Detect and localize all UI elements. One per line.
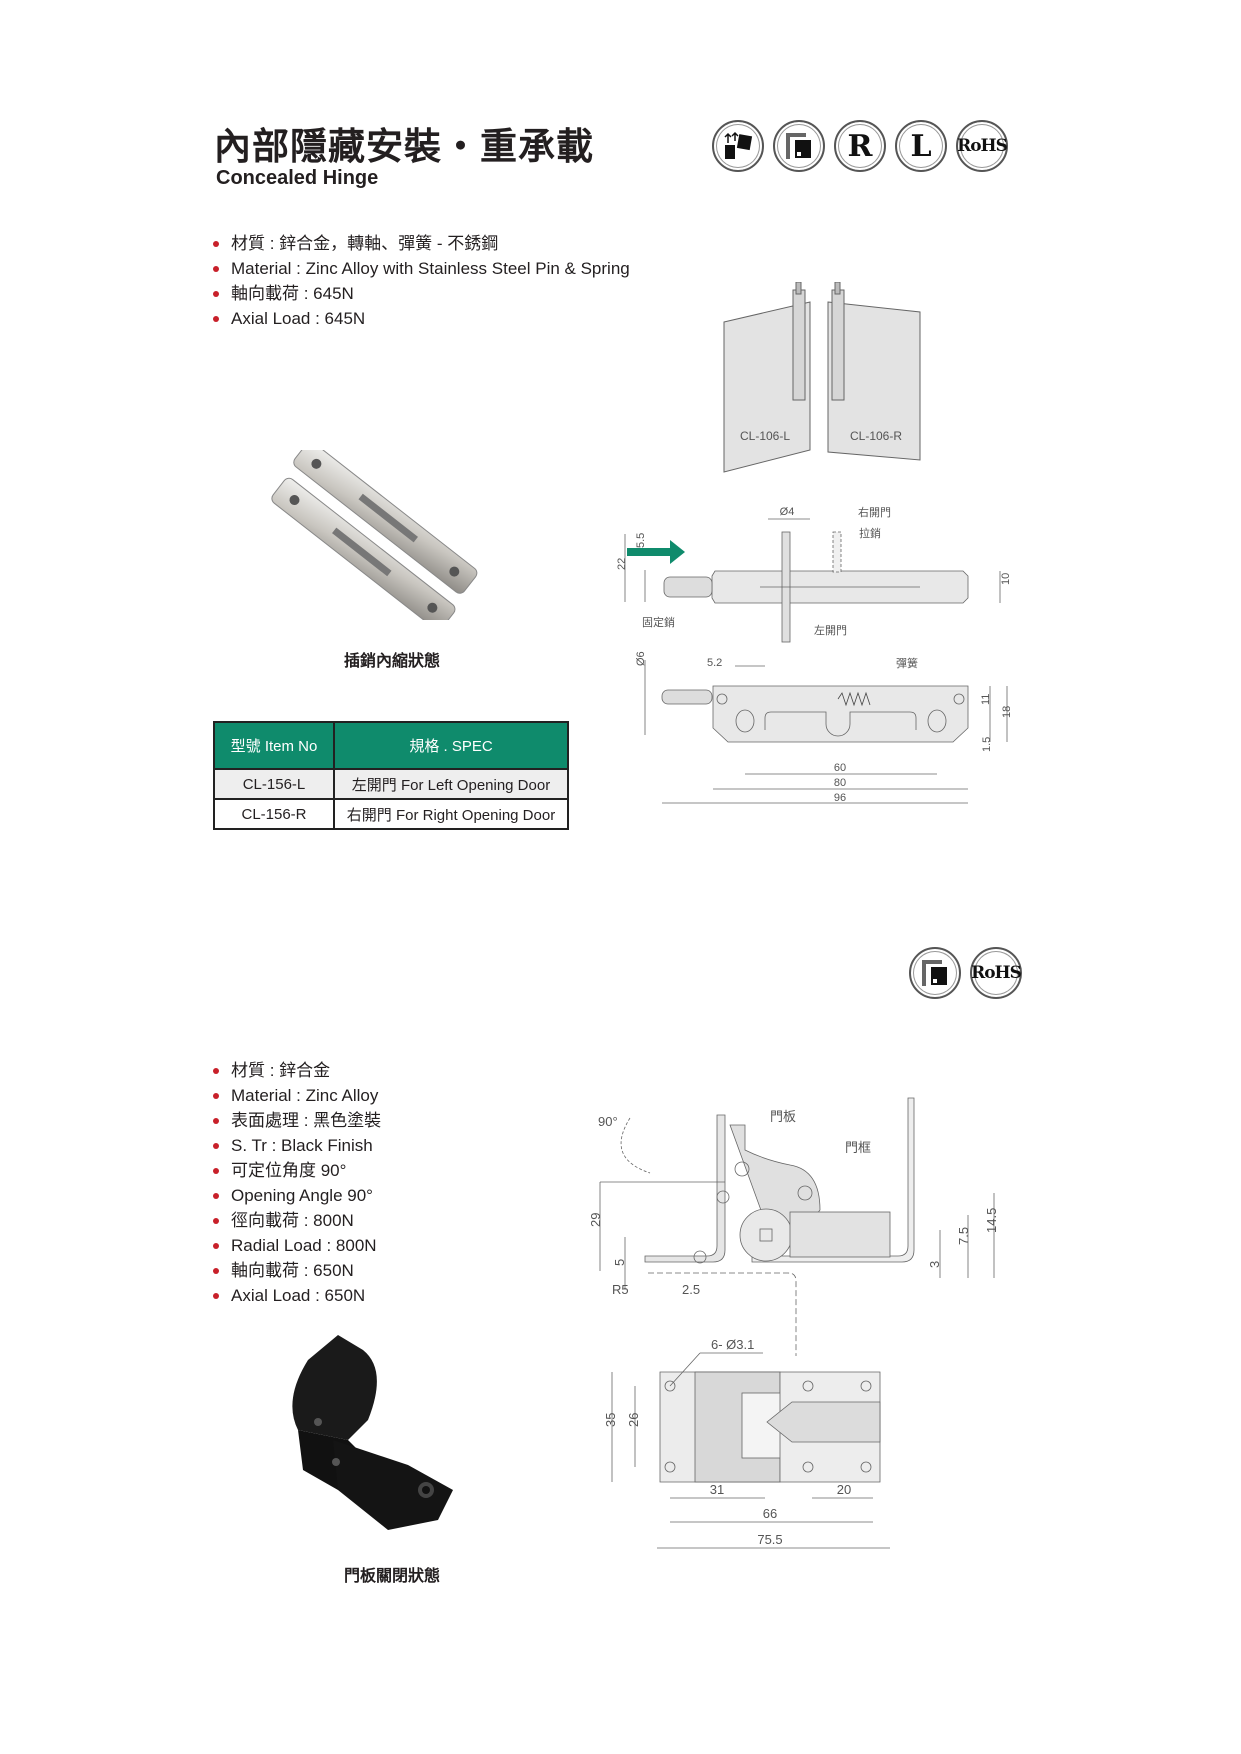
dim-d4: Ø4 xyxy=(780,506,795,518)
item-no-cell: CL-156-R xyxy=(213,798,335,830)
bullet-item: Opening Angle 90° xyxy=(213,1183,381,1208)
feature-badges-2: RoHS xyxy=(909,947,1022,999)
dim-5-5: 5.5 xyxy=(635,533,647,548)
dim-20: 20 xyxy=(837,1482,851,1497)
label-door-panel: 門板 xyxy=(770,1109,796,1124)
bullet-item: 表面處理 : 黑色塗裝 xyxy=(213,1108,381,1133)
dim-holes: 6- Ø3.1 xyxy=(711,1337,754,1352)
bullet-item: Material : Zinc Alloy with Stainless Ste… xyxy=(213,256,630,281)
rohs-icon: RoHS xyxy=(956,120,1008,172)
header-item-no: 型號 Item No xyxy=(213,721,335,770)
bullet-item: 軸向載荷 : 645N xyxy=(213,281,630,306)
door-label-right: CL-106-R xyxy=(850,429,902,443)
label-spring: 彈簧 xyxy=(896,656,918,670)
dim-3: 3 xyxy=(927,1261,942,1268)
left-hand-icon: L xyxy=(895,120,947,172)
dim-75-5: 75.5 xyxy=(757,1532,782,1547)
bullet-item: Axial Load : 645N xyxy=(213,306,630,331)
spec-cell: 左開門 For Left Opening Door xyxy=(333,768,569,800)
dim-31: 31 xyxy=(710,1482,724,1497)
bullet-item: 徑向載荷 : 800N xyxy=(213,1208,381,1233)
dim-1-5: 1.5 xyxy=(981,737,993,752)
dim-29: 29 xyxy=(588,1213,603,1227)
dim-80: 80 xyxy=(834,777,846,789)
dim-26: 26 xyxy=(626,1413,641,1427)
label-door-frame: 門框 xyxy=(845,1140,871,1155)
rohs-icon: RoHS xyxy=(970,947,1022,999)
dim-5-2: 5.2 xyxy=(707,657,722,669)
bullet-item: Axial Load : 650N xyxy=(213,1283,381,1308)
door-frame-icon xyxy=(773,120,825,172)
spec-bullets-2: 材質 : 鋅合金 Material : Zinc Alloy 表面處理 : 黑色… xyxy=(213,1058,381,1308)
dim-96: 96 xyxy=(834,792,846,804)
spec-cell: 右開門 For Right Opening Door xyxy=(333,798,569,830)
dim-2-5: 2.5 xyxy=(682,1282,700,1297)
photo-caption-1: 插銷內縮狀態 xyxy=(343,651,441,670)
label-right-door: 右開門 xyxy=(858,505,891,519)
dim-11: 11 xyxy=(980,694,992,705)
page-title: 內部隱藏安裝・重承載 xyxy=(214,125,594,168)
label-pull-pin: 拉銷 xyxy=(859,526,881,540)
right-hand-icon: R xyxy=(834,120,886,172)
photo-caption-2: 門板關閉狀態 xyxy=(343,1566,441,1585)
table-row: CL-156-R 右開門 For Right Opening Door xyxy=(213,798,569,830)
bullet-item: 軸向載荷 : 650N xyxy=(213,1258,381,1283)
dim-5: 5 xyxy=(612,1259,627,1266)
dim-10: 10 xyxy=(1000,573,1012,585)
dim-r5: R5 xyxy=(612,1282,629,1297)
dim-7-5: 7.5 xyxy=(956,1227,971,1245)
spec-table: 型號 Item No 規格 . SPEC CL-156-L 左開門 For Le… xyxy=(213,721,569,830)
label-fixed-pin: 固定銷 xyxy=(642,615,675,629)
table-row: CL-156-L 左開門 For Left Opening Door xyxy=(213,768,569,800)
bullet-item: 可定位角度 90° xyxy=(213,1158,381,1183)
item-no-cell: CL-156-L xyxy=(213,768,335,800)
dim-18: 18 xyxy=(1001,706,1013,718)
door-installation-image: CL-106-L CL-106-R xyxy=(723,282,921,473)
technical-drawing-2: 90° 門板 門框 29 5 R5 2.5 3 7.5 14.5 6- Ø3.1… xyxy=(588,1097,999,1549)
hinge-photo-retracted xyxy=(271,450,478,620)
spec-bullets-1: 材質 : 鋅合金，轉軸、彈簧 - 不銹鋼 Material : Zinc All… xyxy=(213,231,630,331)
label-angle: 90° xyxy=(598,1114,618,1129)
dim-35: 35 xyxy=(603,1413,618,1427)
dim-22: 22 xyxy=(616,558,628,570)
feature-badges: R L RoHS xyxy=(712,120,1008,172)
hinge-photo-closed xyxy=(292,1335,453,1530)
door-frame-icon xyxy=(909,947,961,999)
page-subtitle: Concealed Hinge xyxy=(216,167,379,189)
bullet-item: Radial Load : 800N xyxy=(213,1233,381,1258)
label-left-door: 左開門 xyxy=(814,624,847,637)
bullet-item: S. Tr : Black Finish xyxy=(213,1133,381,1158)
table-header-row: 型號 Item No 規格 . SPEC xyxy=(213,721,569,770)
dim-66: 66 xyxy=(763,1506,777,1521)
concealed-install-icon xyxy=(712,120,764,172)
door-label-left: CL-106-L xyxy=(740,429,790,443)
direction-arrow-icon xyxy=(627,540,685,564)
bullet-item: 材質 : 鋅合金 xyxy=(213,1058,381,1083)
dim-14-5: 14.5 xyxy=(984,1208,999,1233)
technical-drawing-1: Ø4 右開門 拉銷 固定銷 左開門 彈簧 22 5.5 10 Ø6 5.2 11… xyxy=(616,505,1013,804)
dim-d6: Ø6 xyxy=(635,651,647,666)
bullet-item: 材質 : 鋅合金，轉軸、彈簧 - 不銹鋼 xyxy=(213,231,630,256)
dim-60: 60 xyxy=(834,762,846,774)
bullet-item: Material : Zinc Alloy xyxy=(213,1083,381,1108)
header-spec: 規格 . SPEC xyxy=(333,721,569,770)
